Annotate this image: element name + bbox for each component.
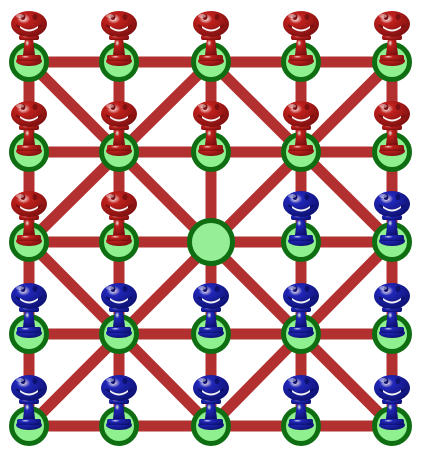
blue-pawn-icon[interactable] <box>369 280 415 340</box>
red-pawn-icon[interactable] <box>188 98 234 158</box>
red-pawn-icon[interactable] <box>96 188 142 248</box>
blue-pawn-icon[interactable] <box>278 372 324 432</box>
blue-pawn-icon[interactable] <box>188 280 234 340</box>
blue-pawn-icon[interactable] <box>6 280 52 340</box>
blue-pawn-icon[interactable] <box>369 188 415 248</box>
red-pawn-icon[interactable] <box>369 98 415 158</box>
red-pawn-icon[interactable] <box>96 98 142 158</box>
red-pawn-icon[interactable] <box>278 98 324 158</box>
red-pawn-icon[interactable] <box>6 188 52 248</box>
empty-node[interactable] <box>187 218 235 266</box>
red-pawn-icon[interactable] <box>188 8 234 68</box>
red-pawn-icon[interactable] <box>278 8 324 68</box>
red-pawn-icon[interactable] <box>6 98 52 158</box>
blue-pawn-icon[interactable] <box>96 280 142 340</box>
blue-pawn-icon[interactable] <box>369 372 415 432</box>
red-pawn-icon[interactable] <box>6 8 52 68</box>
blue-pawn-icon[interactable] <box>188 372 234 432</box>
blue-pawn-icon[interactable] <box>96 372 142 432</box>
blue-pawn-icon[interactable] <box>278 280 324 340</box>
blue-pawn-icon[interactable] <box>278 188 324 248</box>
red-pawn-icon[interactable] <box>369 8 415 68</box>
red-pawn-icon[interactable] <box>96 8 142 68</box>
blue-pawn-icon[interactable] <box>6 372 52 432</box>
